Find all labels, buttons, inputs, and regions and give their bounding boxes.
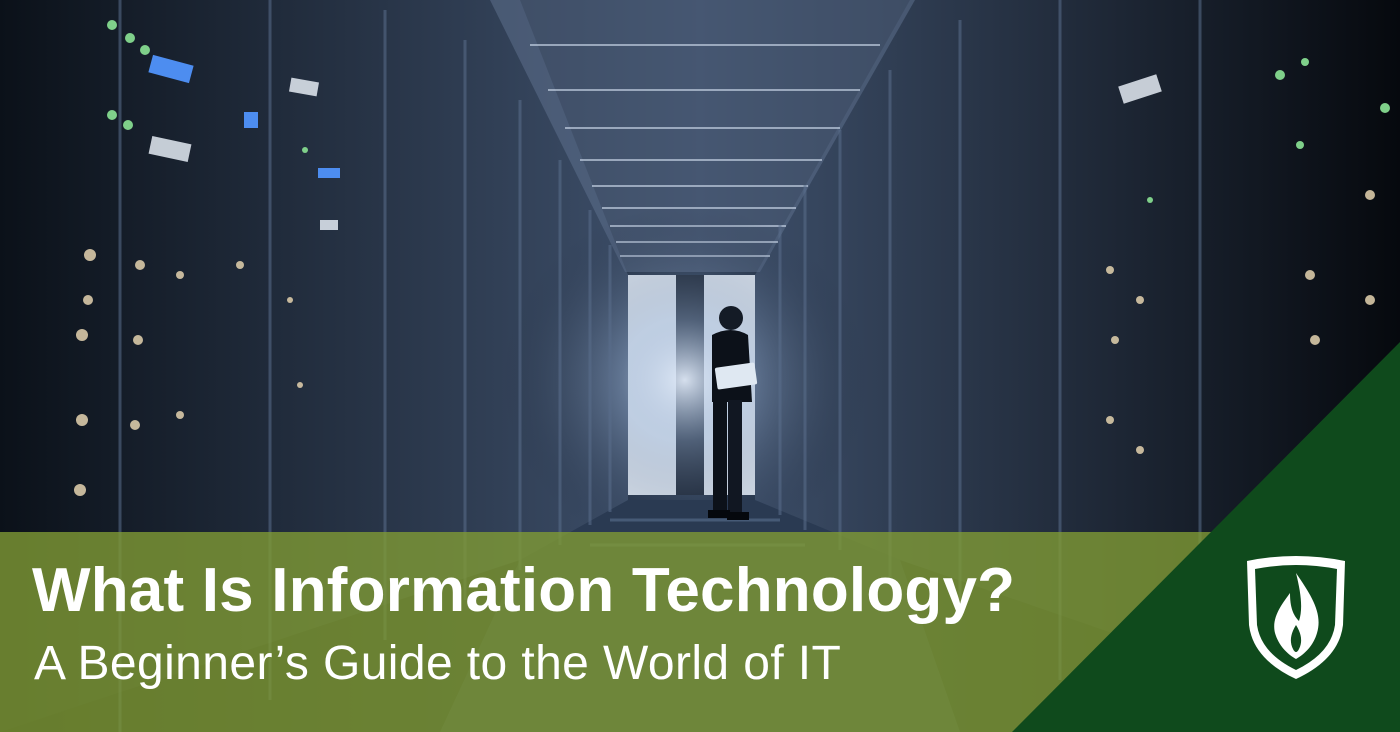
technician-silhouette	[708, 306, 758, 520]
shield-flame-icon	[1247, 556, 1345, 679]
page-title: What Is Information Technology?	[32, 556, 1016, 625]
page-subtitle: A Beginner’s Guide to the World of IT	[34, 637, 842, 690]
